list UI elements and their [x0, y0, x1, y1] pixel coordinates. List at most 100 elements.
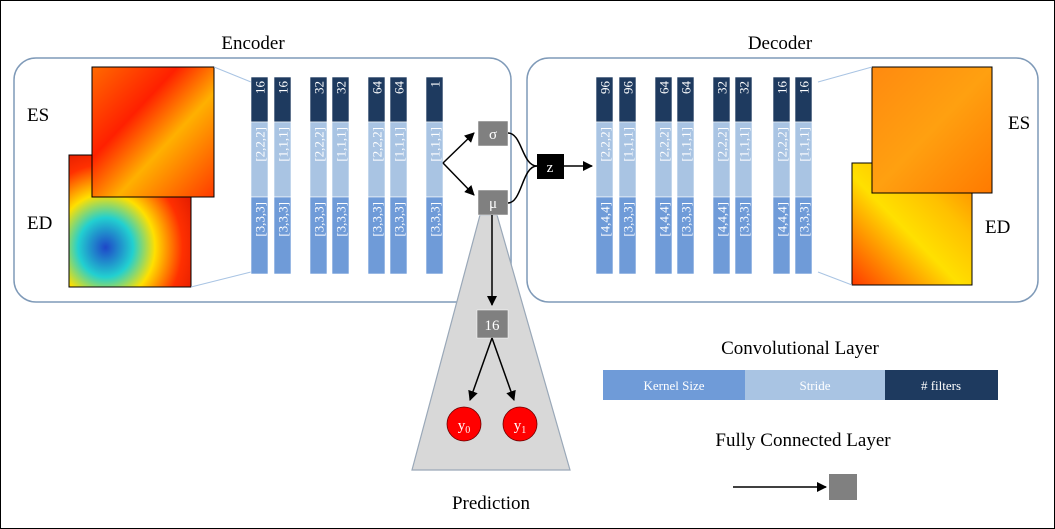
encoder-layer-3-kernel-label: [3,3,3] — [312, 202, 327, 237]
decoder-layer-2: 96 [1,1,1] [3,3,3] — [618, 76, 637, 275]
fc16-label: 16 — [485, 318, 501, 334]
decoder-layer-7-kernel-block — [772, 196, 791, 275]
encoder-layer-5-filters-label: 64 — [370, 81, 385, 95]
encoder-layer-4-kernel-label: [3,3,3] — [334, 202, 349, 237]
encoder-layer-6-stride-label: [1,1,1] — [392, 127, 407, 162]
decoder-layer-7-kernel-label: [4,4,4] — [775, 202, 790, 237]
encoder-layer-5-kernel-label: [3,3,3] — [370, 202, 385, 237]
encoder-layer-3-kernel-block — [309, 196, 328, 275]
decoder-layer-6: 32[1,1,1][3,3,3] — [734, 76, 753, 275]
encoder-layer-3: 32 [2,2,2] [3,3,3] — [309, 76, 328, 275]
encoder-layer-7-kernel-block — [425, 196, 444, 275]
sigma-node — [477, 120, 509, 147]
decoder-layer-4-stride-label: [1,1,1] — [679, 127, 694, 162]
y0-node — [446, 406, 482, 442]
fc16-node — [476, 309, 509, 339]
conv-legend-title: Convolutional Layer — [721, 338, 879, 359]
encoder-layer-4-stride-label: [1,1,1] — [334, 127, 349, 162]
encoder-layer-5: 64 [2,2,2] [3,3,3] — [367, 76, 386, 275]
decoder-layer-7-filters-label: 16 — [775, 81, 790, 95]
decoder-layer-5: 32[2,2,2][4,4,4] — [712, 76, 731, 275]
legend-kernel-label: Kernel Size — [643, 378, 704, 393]
fc-legend-title: Fully Connected Layer — [715, 430, 891, 451]
sigma-label: σ — [489, 127, 497, 143]
encoder-projection-line — [213, 66, 252, 83]
decoder-panel — [526, 57, 1039, 303]
decoder-projection-line — [817, 271, 853, 286]
decoder-layer-2-kernel-block — [618, 196, 637, 275]
encoder-layer-1-stride-label: [2,2,2] — [253, 127, 268, 162]
encoder-layer-3-filters-label: 32 — [312, 81, 327, 94]
decoder-layer-5-filters-label: 32 — [715, 81, 730, 94]
y1-node — [502, 406, 538, 442]
legend-stride-label: Stride — [799, 378, 830, 393]
decoder-layer-7: 16 [2,2,2] [4,4,4] — [772, 76, 791, 275]
fc-legend-swatch — [829, 474, 857, 500]
decoder-layer-2-kernel-label: [3,3,3] — [621, 202, 636, 237]
decoder-layer-6-kernel-label: [3,3,3] — [737, 202, 752, 237]
fc-to-y1-arrow — [491, 337, 516, 401]
legend-stride-swatch — [745, 370, 885, 400]
mu-node — [477, 189, 509, 216]
z-node — [537, 154, 564, 179]
decoder-layer-1-kernel-block — [595, 196, 614, 275]
decoder-layers: 96 [2,2,2] [4,4,4] 96 [1,1,1] [3,3,3] 64 [2,2,2… — [595, 76, 813, 275]
encoder-layer-2-kernel-label: [3,3,3] — [276, 202, 291, 237]
encoder-layer-5-stride-label: [2,2,2] — [370, 127, 385, 162]
decoder-layer-2-stride-label: [1,1,1] — [621, 127, 636, 162]
y0-label: y0 — [458, 418, 471, 436]
encoder-layer-4-filters-label: 32 — [334, 81, 349, 94]
decoder-layer-8-kernel-block — [794, 196, 813, 275]
encoder-layer-4-kernel-block — [331, 196, 350, 275]
encoder-es-image — [91, 66, 215, 198]
z-label: z — [547, 160, 554, 176]
sigma-to-z-connector — [507, 132, 538, 167]
decoder-layer-4-filters-label: 64 — [679, 81, 694, 95]
decoder-layer-1: 96[2,2,2][4,4,4] — [595, 76, 614, 275]
legend-filters-swatch — [885, 370, 998, 400]
encoder-layer-2-kernel-block — [273, 196, 292, 275]
decoder-es-image — [871, 66, 993, 194]
mu-to-z-connector — [507, 165, 538, 204]
encoder-layer-5-kernel-block — [367, 196, 386, 275]
decoder-layer-4: 64[1,1,1][3,3,3] — [676, 76, 695, 275]
arrow-to-sigma — [442, 132, 475, 164]
encoder-layer-7: 1[1,1,1][3,3,3] — [425, 76, 444, 275]
encoder-layer-3-stride-label: [2,2,2] — [312, 127, 327, 162]
prediction-title: Prediction — [452, 493, 531, 514]
decoder-layer-2-filters-label: 96 — [621, 81, 636, 95]
encoder-es-label: ES — [27, 105, 49, 126]
decoder-layer-8-kernel-label: [3,3,3] — [797, 202, 812, 237]
encoder-panel — [13, 57, 512, 303]
decoder-layer-3-kernel-block — [654, 196, 673, 275]
encoder-layer-6-filters-label: 64 — [392, 81, 407, 95]
decoder-layer-8-filters-label: 16 — [797, 81, 812, 95]
decoder-layer-1-stride-label: [2,2,2] — [598, 127, 613, 162]
decoder-layer-4-kernel-block — [676, 196, 695, 275]
decoder-layer-8: 16[1,1,1][3,3,3] — [794, 76, 813, 275]
decoder-layer-3: 64[2,2,2][4,4,4] — [654, 76, 673, 275]
encoder-title: Encoder — [221, 33, 285, 54]
decoder-ed-label: ED — [985, 217, 1010, 238]
decoder-layer-6-stride-label: [1,1,1] — [737, 127, 752, 162]
encoder-layer-7-kernel-label: [3,3,3] — [428, 202, 443, 237]
decoder-layer-3-filters-label: 64 — [657, 81, 672, 95]
decoder-layer-5-kernel-label: [4,4,4] — [715, 202, 730, 237]
legend-kernel-swatch — [603, 370, 745, 400]
encoder-ed-label: ED — [27, 213, 52, 234]
encoder-layer-7-filters-label: 1 — [428, 81, 443, 88]
decoder-layer-6-kernel-block — [734, 196, 753, 275]
decoder-projection-line — [817, 66, 873, 83]
decoder-layer-1-filters-label: 96 — [598, 81, 613, 95]
encoder-layer-1-kernel-label: [3,3,3] — [253, 202, 268, 237]
decoder-title: Decoder — [748, 33, 813, 54]
arrow-to-mu — [442, 162, 475, 196]
decoder-layer-7-stride-label: [2,2,2] — [775, 127, 790, 162]
encoder-layer-2-filters-label: 16 — [276, 81, 291, 95]
encoder-layer-6-kernel-block — [389, 196, 408, 275]
legend-filters-label: # filters — [921, 378, 961, 393]
fc-to-y0-arrow — [468, 337, 493, 401]
decoder-layer-5-kernel-block — [712, 196, 731, 275]
decoder-layer-3-stride-label: [2,2,2] — [657, 127, 672, 162]
